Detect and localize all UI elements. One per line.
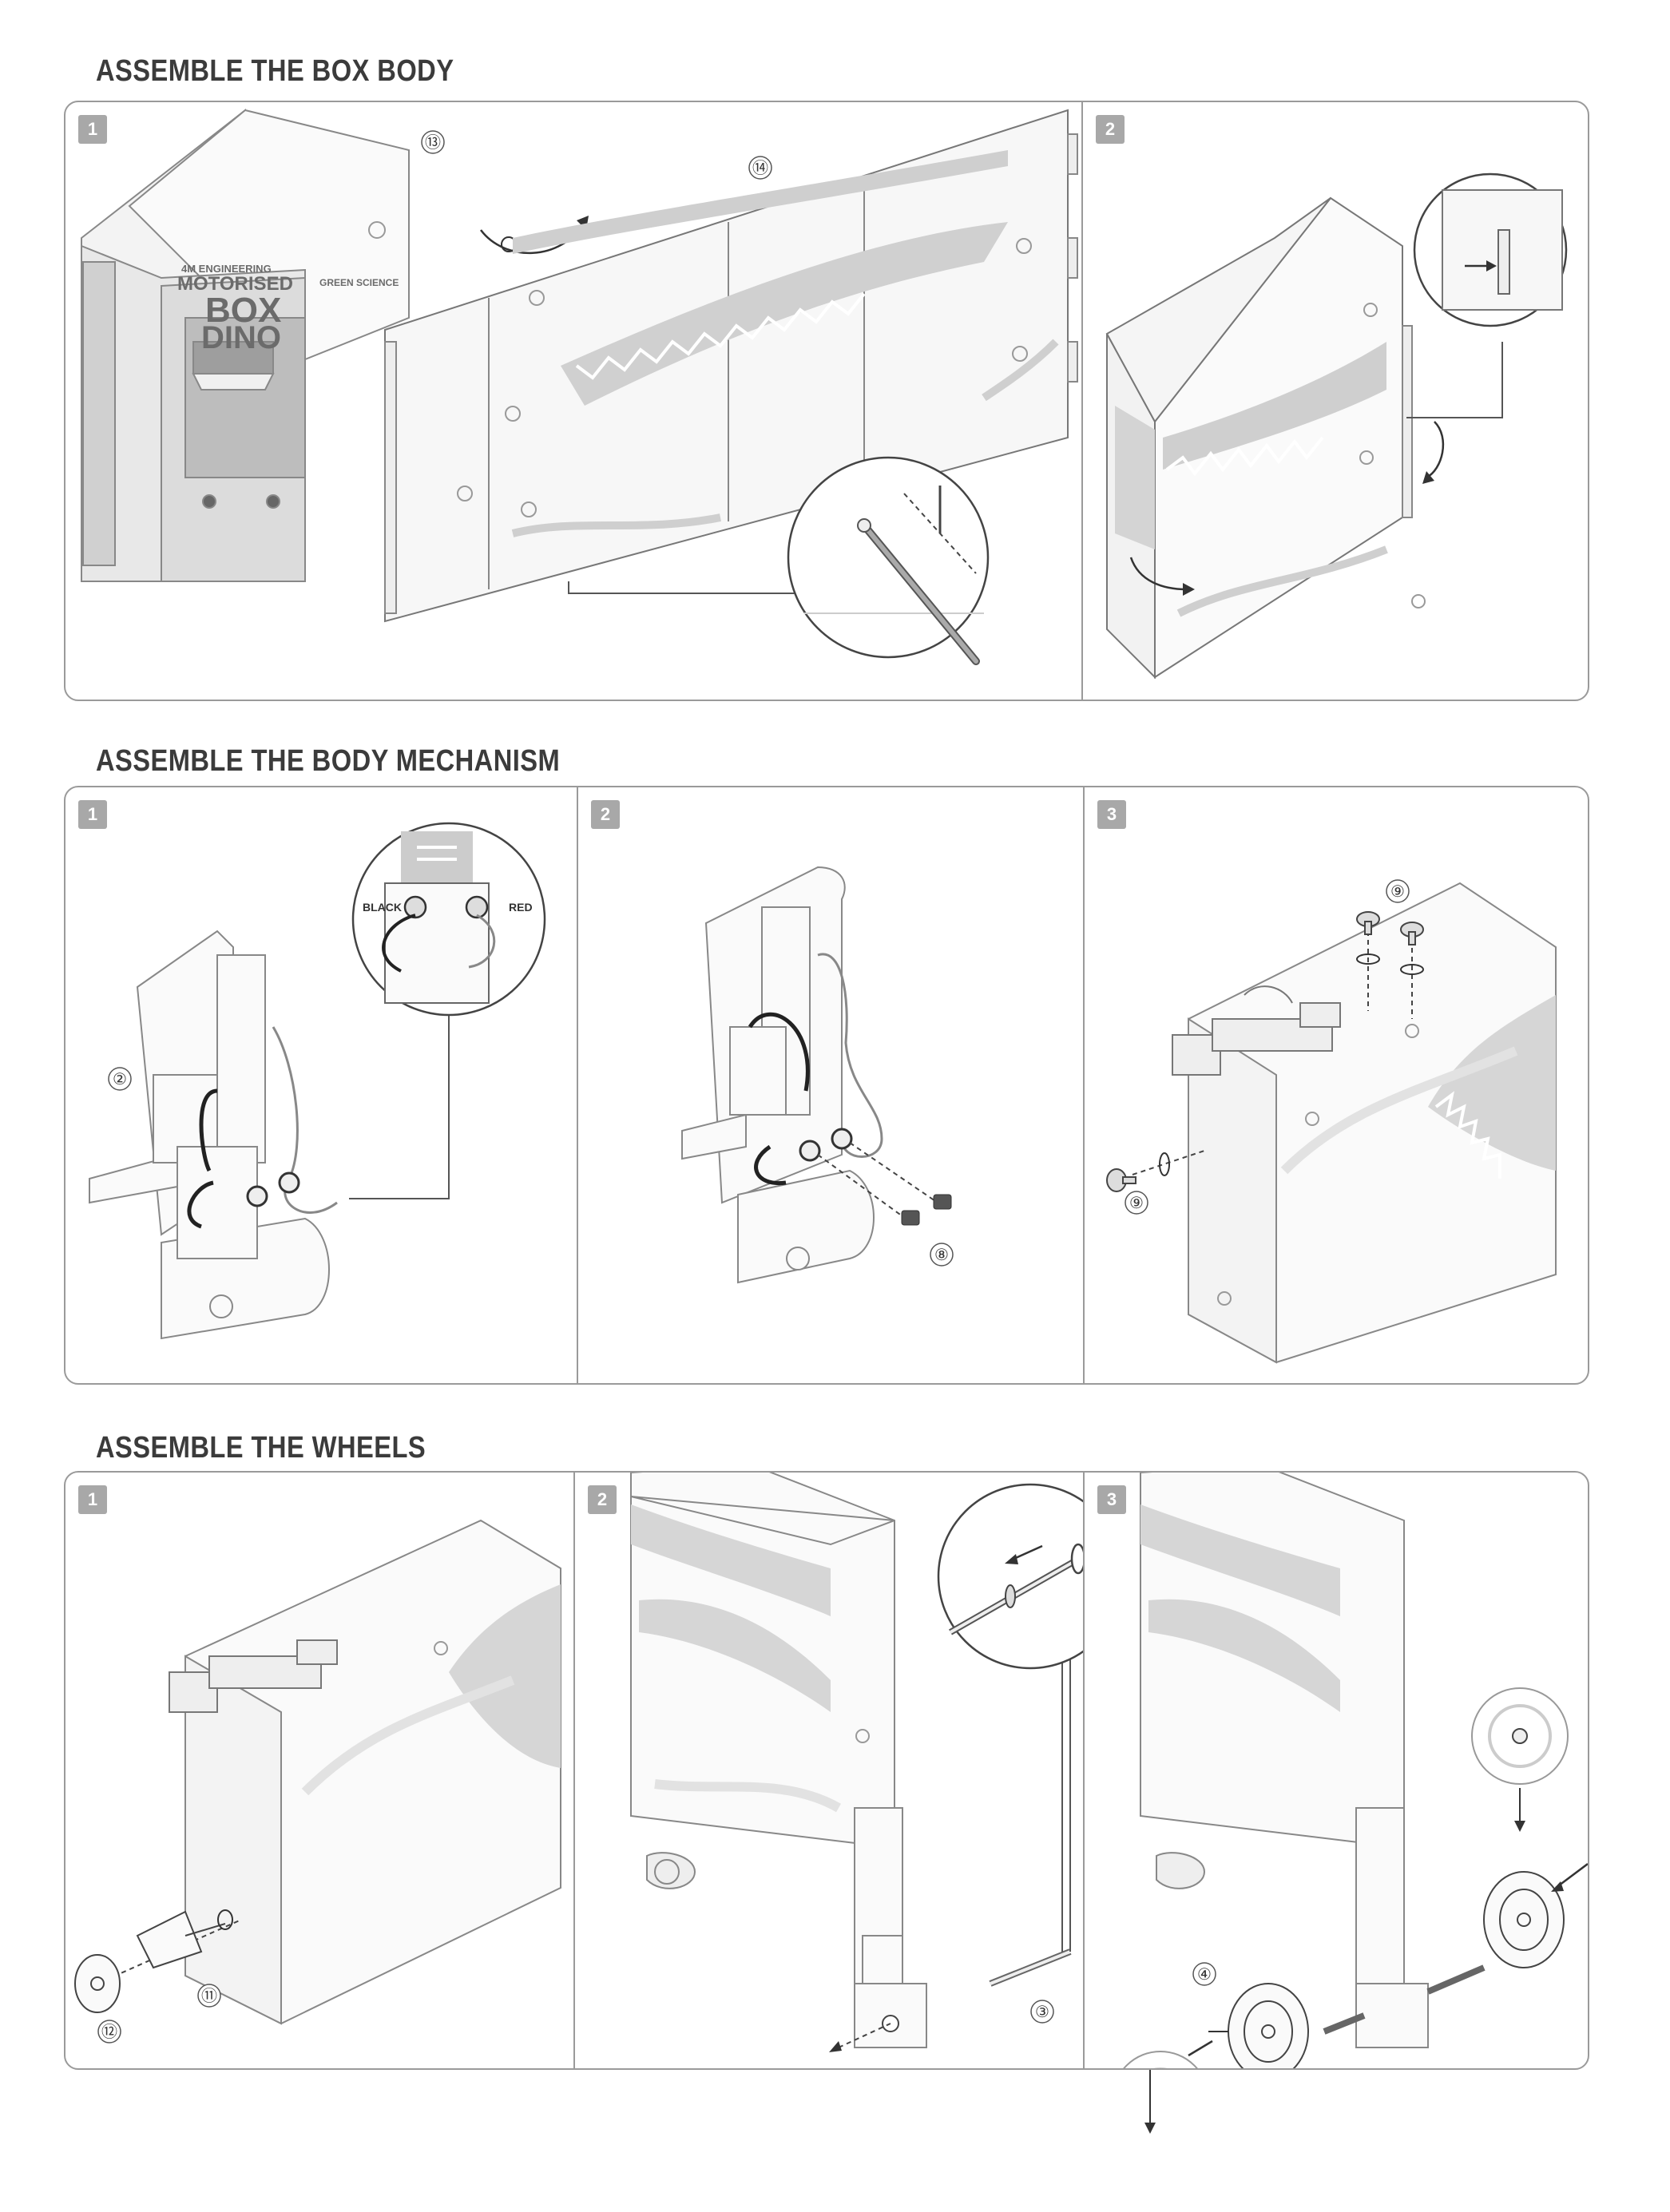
box-line-2: BOX xyxy=(205,291,281,330)
body-mechanism-step-3-illustration: ⑨ ⑨ xyxy=(1106,879,1557,1364)
zoom-detail-peg xyxy=(787,456,990,665)
wheels-step-1: 1 ⑪ ⑫ xyxy=(65,1473,573,2068)
box-body-step-2-illustration xyxy=(1105,172,1568,680)
step-badge: 1 xyxy=(78,800,107,829)
box-body-frame: 1 4M ENGINEERING MOTORISED BOX DINO GREE… xyxy=(64,101,1589,701)
body-mechanism-step-3: 3 xyxy=(1083,787,1588,1383)
zoom-detail-wheel-hub-right xyxy=(1471,1687,1569,1832)
body-mechanism-step-1-illustration: ② BLACK RED xyxy=(89,822,546,1340)
zoom-detail-wires xyxy=(351,822,546,1017)
part-callout-12: ⑫ xyxy=(101,2023,117,2041)
part-callout-9-side: ⑨ xyxy=(1129,1195,1144,1212)
section-title-wheels: ASSEMBLE THE WHEELS xyxy=(96,1431,426,1465)
section-title-box-body: ASSEMBLE THE BOX BODY xyxy=(96,54,454,88)
wheel-left xyxy=(1228,1983,1309,2068)
body-mechanism-step-1: 1 ② xyxy=(65,787,577,1383)
down-arrow xyxy=(1144,2070,1156,2134)
wheels-step-1-illustration: ⑪ ⑫ xyxy=(74,1519,561,2044)
step-badge: 2 xyxy=(588,1485,617,1514)
part-callout-3: ③ xyxy=(1035,2004,1049,2021)
zoom-detail-axle xyxy=(937,1483,1085,1670)
wire-label-black: BLACK xyxy=(363,901,402,914)
step-badge: 1 xyxy=(78,115,107,144)
part-callout-14: ⑭ xyxy=(752,159,768,177)
box-body-step-1: 1 4M ENGINEERING MOTORISED BOX DINO GREE… xyxy=(65,102,1081,700)
step-badge: 2 xyxy=(1096,115,1125,144)
wheels-frame: 1 ⑪ ⑫ 2 xyxy=(64,1471,1589,2070)
wheels-step-2-illustration: ③ xyxy=(630,1473,1085,2052)
wheels-step-3-illustration: ④ xyxy=(1123,1473,1588,2068)
step-badge: 1 xyxy=(78,1485,107,1514)
product-box xyxy=(81,108,410,582)
part-callout-11: ⑪ xyxy=(201,1987,217,2005)
body-mechanism-frame: 1 ② xyxy=(64,786,1589,1385)
body-mechanism-step-2: 2 ⑧ xyxy=(577,787,1083,1383)
zoom-detail-wheel-hub-left xyxy=(1123,2031,1228,2068)
folding-panel xyxy=(384,109,1078,623)
box-body-step-2: 2 xyxy=(1081,102,1588,700)
part-callout-4: ④ xyxy=(1197,1966,1212,1984)
wheels-step-2: 2 xyxy=(573,1473,1085,2068)
box-line-3: DINO xyxy=(201,320,281,355)
step-badge: 3 xyxy=(1097,1485,1126,1514)
part-callout-2: ② xyxy=(113,1071,127,1088)
wheels-step-3: 3 xyxy=(1083,1473,1588,2068)
section-title-body-mechanism: ASSEMBLE THE BODY MECHANISM xyxy=(96,744,561,778)
step-badge: 2 xyxy=(591,800,620,829)
step-badge: 3 xyxy=(1097,800,1126,829)
wire-label-red: RED xyxy=(509,901,533,914)
part-callout-9-top: ⑨ xyxy=(1390,883,1405,901)
part-callout-13: ⑬ xyxy=(425,133,441,152)
box-brand: GREEN SCIENCE xyxy=(319,277,399,288)
body-mechanism-step-2-illustration: ⑧ xyxy=(681,866,954,1284)
wheel-right xyxy=(1483,1871,1565,1968)
zoom-detail-tab xyxy=(1413,172,1568,327)
box-series-label: 4M ENGINEERING xyxy=(181,263,272,275)
part-callout-8: ⑧ xyxy=(934,1247,949,1264)
box-body-step-1-illustration: 4M ENGINEERING MOTORISED BOX DINO GREEN … xyxy=(81,108,1078,665)
box-line-1: MOTORISED xyxy=(177,273,293,295)
